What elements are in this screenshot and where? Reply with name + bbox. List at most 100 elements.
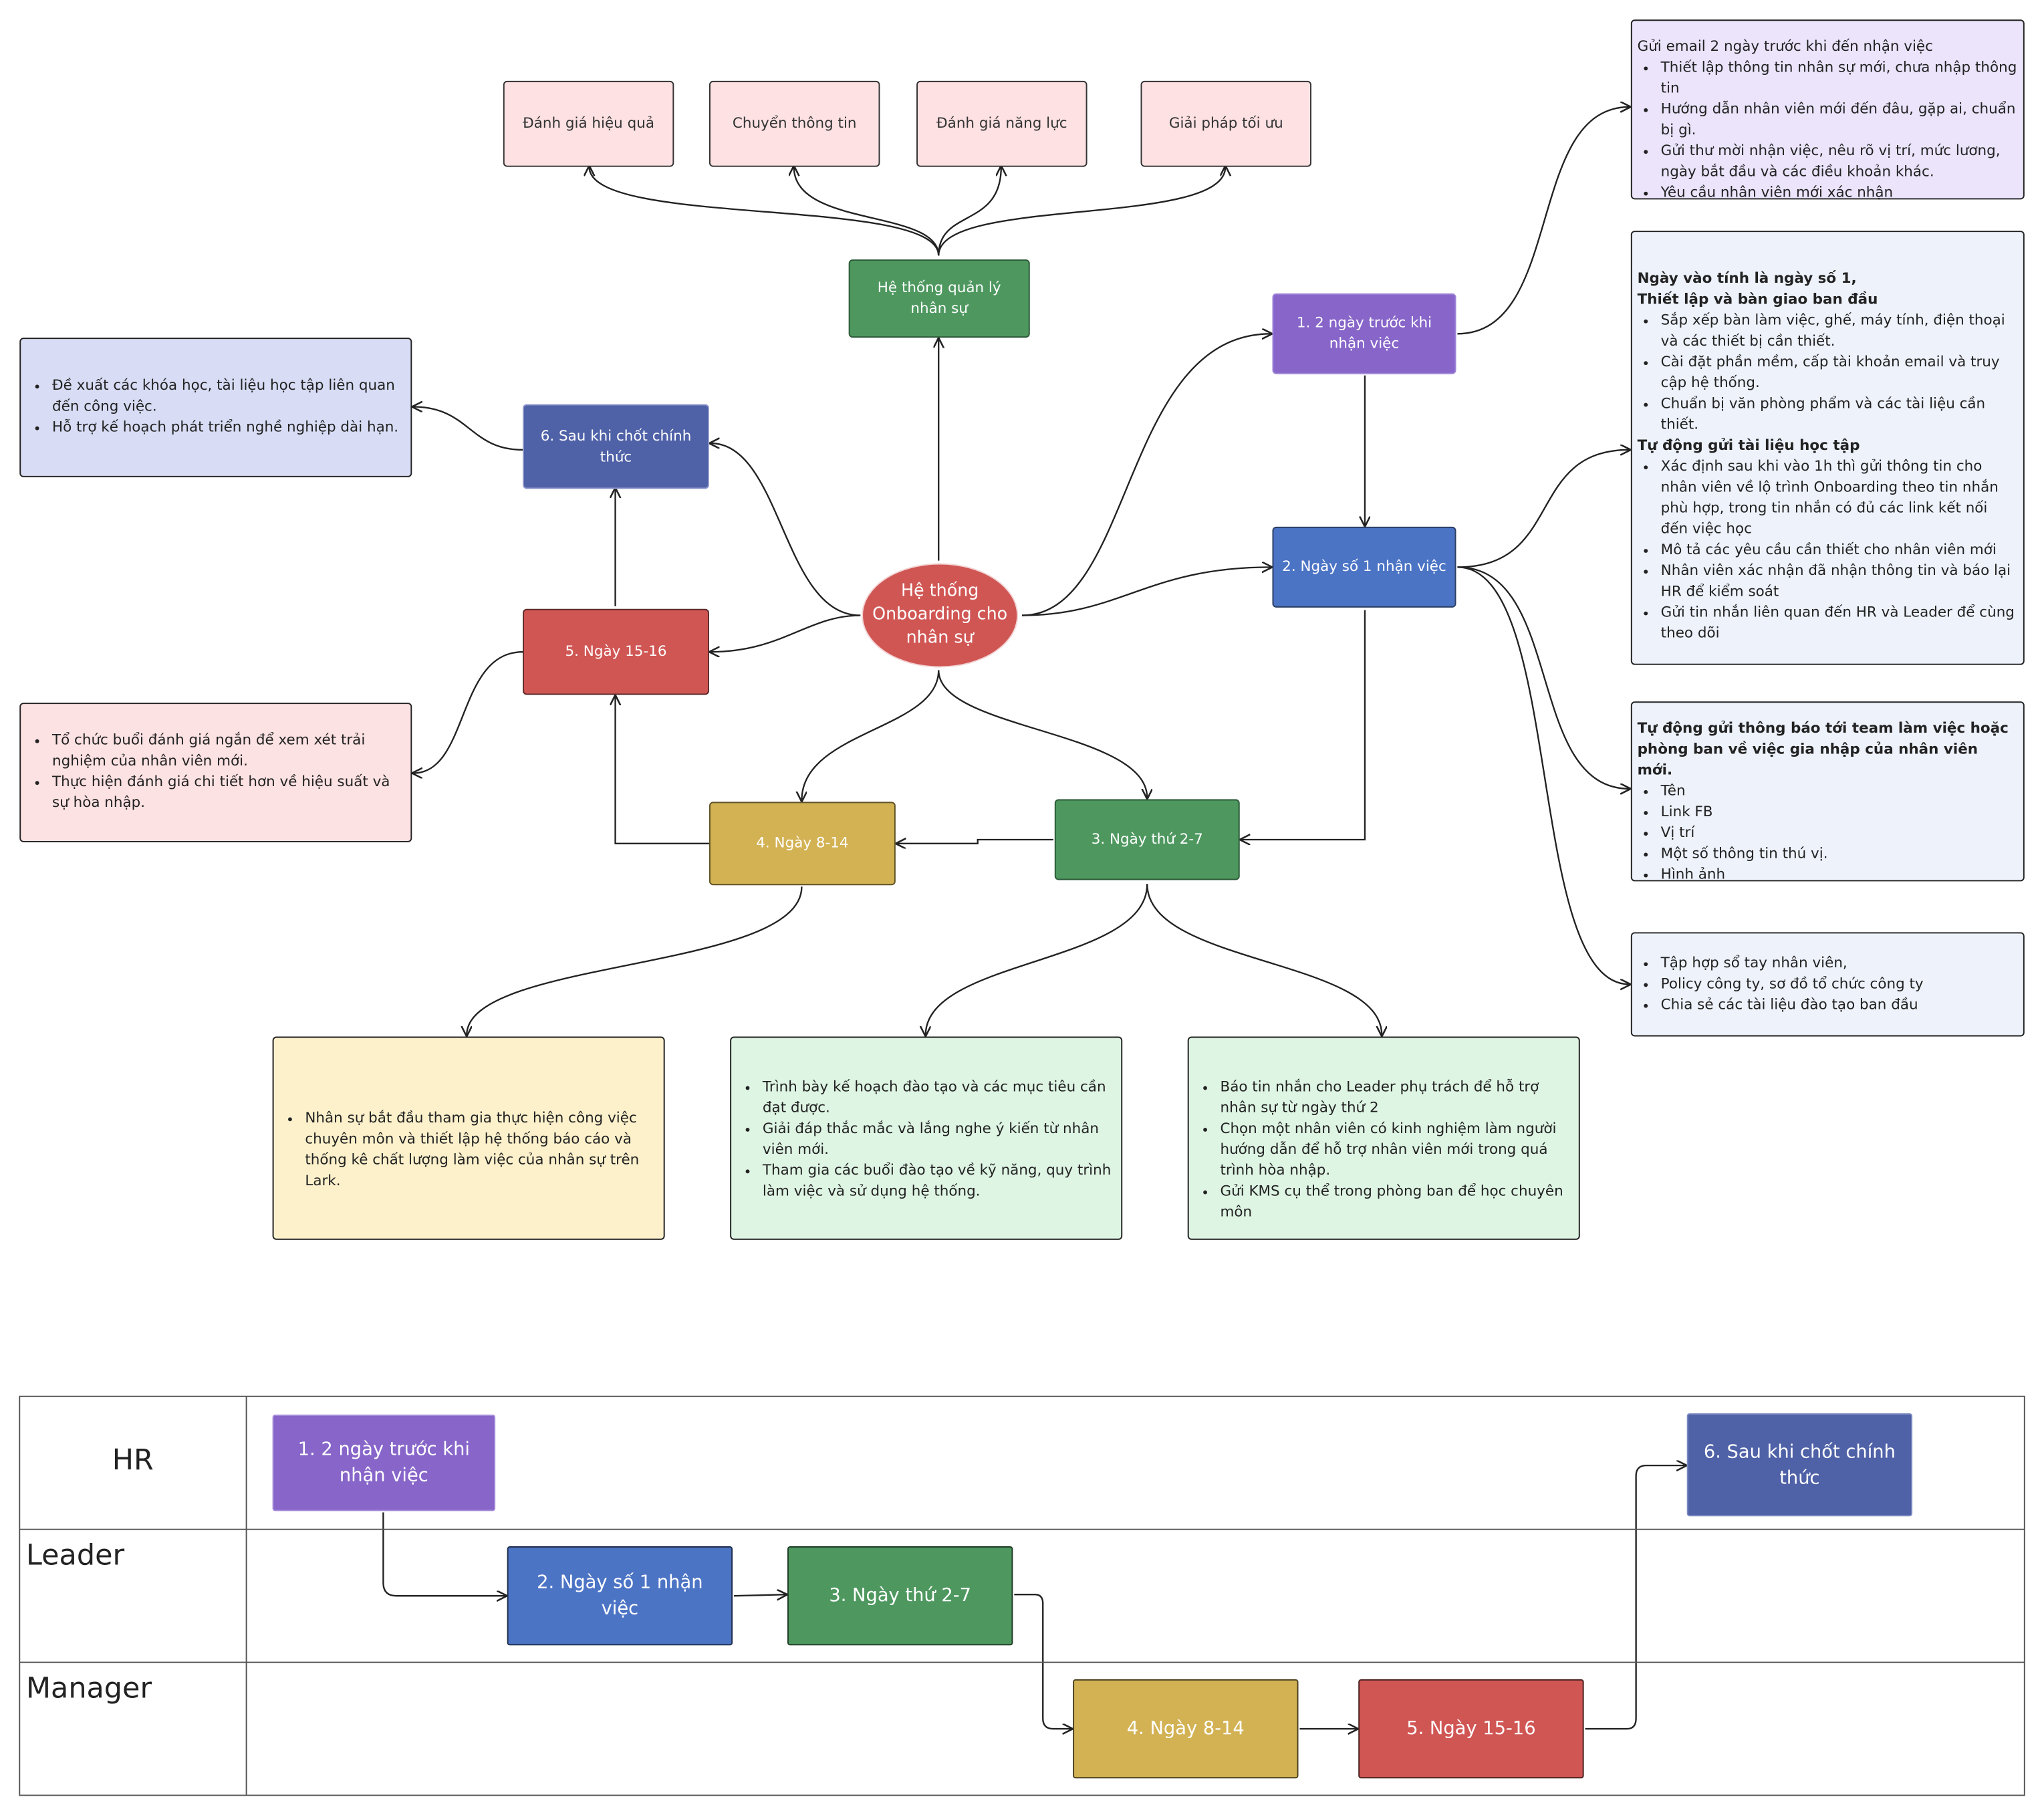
list-item: Gửi KMS cụ thể trong phòng ban để học ch… — [1220, 1181, 1573, 1223]
connector — [1457, 450, 1629, 568]
list-item: Tham gia các buổi đào tạo về kỹ năng, qu… — [763, 1161, 1116, 1202]
connector — [1457, 566, 1629, 984]
node-label: Hệ thống quản lý nhân sự — [877, 279, 1001, 317]
connector — [897, 840, 1053, 844]
connector — [711, 614, 861, 652]
connector — [1022, 567, 1271, 616]
node-label: 3. Ngày thứ 2-7 — [829, 1585, 972, 1606]
step-6-node[interactable]: 6. Sau khi chốt chính thức — [523, 404, 709, 489]
list-item: Trình bày kế hoạch đào tạo và các mục ti… — [763, 1077, 1116, 1118]
connector — [1022, 334, 1271, 616]
lane-label-manager: Manager — [26, 1673, 152, 1705]
connector — [413, 650, 523, 773]
lane-label-leader: Leader — [26, 1540, 125, 1573]
note-mentor: Báo tin nhắn cho Leader phụ trách để hỗ … — [1187, 1036, 1580, 1240]
node-label: 2. Ngày số 1 nhận việc — [537, 1572, 703, 1620]
connector — [1457, 566, 1629, 789]
list-item: Báo tin nhắn cho Leader phụ trách để hỗ … — [1220, 1077, 1573, 1118]
connector — [1146, 884, 1382, 1035]
list-item: Link FB — [1661, 802, 2018, 822]
note-email: Gửi email 2 ngày trước khi đến nhận việc… — [1630, 19, 2025, 201]
list-item: Chia sẻ các tài liệu đào tạo ban đầu — [1661, 995, 2018, 1015]
lane-step-5[interactable]: 5. Ngày 15-16 — [1358, 1679, 1584, 1779]
note-day1: Ngày vào tính là ngày số 1, Thiết lập và… — [1630, 231, 2025, 665]
lane-connector — [382, 1512, 505, 1596]
step-4-node[interactable]: 4. Ngày 8-14 — [709, 802, 896, 886]
connector — [590, 167, 940, 256]
note-header: Tự động gửi thông báo tới team làm việc … — [1637, 719, 2009, 779]
node-label: 6. Sau khi chốt chính thức — [1703, 1441, 1896, 1489]
list-item: Tổ chức buổi đánh giá ngắn để xem xét tr… — [52, 730, 406, 771]
node-label: Chuyển thông tin — [732, 114, 857, 132]
list-item: Một số thông tin thú vị. — [1661, 844, 2018, 864]
note-work: Nhân sự bắt đầu tham gia thực hiện công … — [272, 1036, 665, 1240]
lane-step-3[interactable]: 3. Ngày thứ 2-7 — [787, 1546, 1013, 1646]
list-item: Đề xuất các khóa học, tài liệu học tập l… — [52, 376, 406, 417]
list-item: Xác định sau khi vào 1h thì gửi thông ti… — [1661, 457, 2018, 540]
note-handbook: Tập hợp sổ tay nhân viên, Policy công ty… — [1630, 932, 2025, 1037]
note-training: Trình bày kế hoạch đào tạo và các mục ti… — [730, 1036, 1123, 1240]
node-label: 1. 2 ngày trước khi nhận việc — [1296, 314, 1432, 352]
connector — [801, 670, 940, 800]
connector — [938, 670, 1147, 798]
lane-connector — [1585, 1465, 1686, 1730]
note-team: Tự động gửi thông báo tới team làm việc … — [1630, 701, 2025, 882]
list-item: Thực hiện đánh giá chi tiết hơn về hiệu … — [52, 772, 406, 814]
connector — [938, 167, 1001, 256]
node-label: 4. Ngày 8-14 — [1126, 1718, 1245, 1739]
hrm-child-competency[interactable]: Đánh giá năng lực — [916, 80, 1088, 167]
note-evaluation: Tổ chức buổi đánh giá ngắn để xem xét tr… — [19, 703, 412, 842]
lane-label-hr: HR — [112, 1444, 154, 1477]
note-header: Gửi email 2 ngày trước khi đến nhận việc — [1637, 37, 1933, 55]
node-label: 2. Ngày số 1 nhận việc — [1282, 558, 1446, 576]
step-2-node[interactable]: 2. Ngày số 1 nhận việc — [1272, 526, 1456, 608]
swimlane-grid — [19, 1395, 2025, 1796]
list-item: Chuẩn bị văn phòng phẩm và các tài liệu … — [1661, 394, 2018, 435]
lane-step-1[interactable]: 1. 2 ngày trước khi nhận việc — [272, 1415, 496, 1511]
lane-step-2[interactable]: 2. Ngày số 1 nhận việc — [507, 1546, 733, 1646]
list-item: Mô tả các yêu cầu cần thiết cho nhân viê… — [1661, 539, 2018, 560]
node-label: 6. Sau khi chốt chính thức — [540, 427, 692, 465]
note-after-official: Đề xuất các khóa học, tài liệu học tập l… — [19, 338, 412, 477]
hrm-child-transfer[interactable]: Chuyển thông tin — [709, 80, 880, 167]
step-3-node[interactable]: 3. Ngày thứ 2-7 — [1054, 799, 1240, 880]
connector — [467, 886, 803, 1035]
list-item: Tên — [1661, 781, 2018, 802]
list-item: Hướng dẫn nhân viên mới đến đâu, gặp ai,… — [1661, 99, 2018, 140]
list-item: Giải đáp thắc mắc và lắng nghe ý kiến từ… — [763, 1118, 1116, 1160]
list-item: Sắp xếp bàn làm việc, ghế, máy tính, điệ… — [1661, 310, 2018, 352]
node-label: Giải pháp tối ưu — [1168, 114, 1283, 132]
connector — [1241, 610, 1366, 840]
lane-step-6[interactable]: 6. Sau khi chốt chính thức — [1686, 1413, 1913, 1517]
list-item: Hỗ trợ kế hoạch phát triển nghề nghiệp d… — [52, 417, 406, 438]
step-1-node[interactable]: 1. 2 ngày trước khi nhận việc — [1272, 293, 1456, 374]
note-header: Ngày vào tính là ngày số 1, — [1637, 269, 1857, 287]
note-header: Tự động gửi tài liệu học tập — [1637, 437, 1860, 454]
list-item: Yêu cầu nhân viên mới xác nhận — [1661, 183, 2018, 203]
center-node[interactable]: Hệ thống Onboarding cho nhân sự — [862, 563, 1019, 668]
list-item: Tập hợp sổ tay nhân viên, — [1661, 953, 2018, 974]
note-header: Thiết lập và bàn giao ban đầu — [1637, 290, 1878, 308]
lane-step-4[interactable]: 4. Ngày 8-14 — [1073, 1679, 1299, 1779]
node-label: Hệ thống Onboarding cho nhân sự — [872, 581, 1008, 648]
list-item: Chọn một nhân viên có kinh nghiệm làm ng… — [1220, 1118, 1573, 1181]
list-item: Cài đặt phần mềm, cấp tài khoản email và… — [1661, 352, 2018, 394]
hrm-child-optimize[interactable]: Giải pháp tối ưu — [1140, 80, 1312, 167]
step-5-node[interactable]: 5. Ngày 15-16 — [523, 608, 709, 695]
lane-connector — [733, 1594, 786, 1596]
connector — [938, 167, 1225, 256]
hrm-child-effectiveness[interactable]: Đánh giá hiệu quả — [503, 80, 674, 167]
list-item: Policy công ty, sơ đồ tổ chức công ty — [1661, 974, 2018, 995]
connector — [413, 406, 523, 451]
list-item: Nhân viên xác nhận đã nhận thông tin và … — [1661, 561, 2018, 602]
list-item: Thiết lập thông tin nhân sự mới, chưa nh… — [1661, 57, 2018, 99]
connector — [616, 696, 709, 845]
hrm-node[interactable]: Hệ thống quản lý nhân sự — [848, 259, 1030, 338]
node-label: 5. Ngày 15-16 — [1406, 1718, 1536, 1739]
list-item: Gửi tin nhắn liên quan đến HR và Leader … — [1661, 602, 2018, 644]
list-item: Hình ảnh — [1661, 864, 2018, 885]
connector — [711, 443, 861, 616]
node-label: 3. Ngày thứ 2-7 — [1091, 830, 1203, 848]
